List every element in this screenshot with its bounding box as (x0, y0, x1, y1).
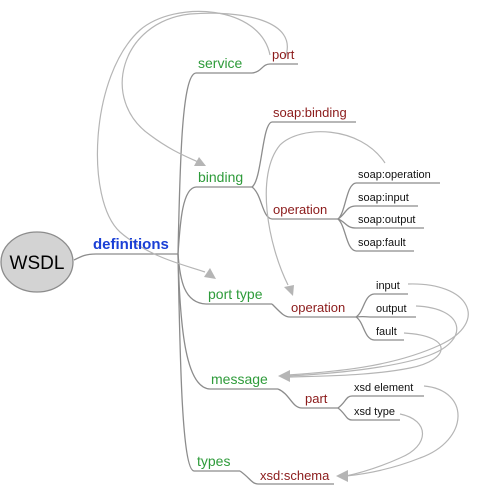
connector-op-soapoutput (337, 218, 357, 229)
node-part: part (305, 391, 328, 406)
connector-definitions-message (177, 253, 211, 390)
node-soap-input: soap:input (358, 192, 409, 204)
arrow-head-porttype (204, 268, 216, 279)
arrow-head-binding (194, 157, 206, 166)
node-porttype-operation: operation (291, 300, 345, 315)
arrow-head-ptop (284, 285, 294, 296)
connector-service-port (251, 63, 271, 74)
root-ellipse (0, 231, 74, 293)
connector-porttype-operation (271, 303, 291, 318)
arrow-bindingop-to-ptop (265, 131, 386, 286)
node-soap-fault: soap:fault (358, 237, 406, 249)
arrow-xsdelement-to-schema (345, 385, 459, 477)
node-types: types (197, 453, 230, 469)
connector-definitions-binding (177, 186, 197, 255)
arrow-fault-to-message (287, 332, 442, 378)
arrow-head-message (278, 370, 290, 382)
root-label: WSDL (10, 253, 65, 274)
connector-part-xsdelement (337, 395, 353, 409)
reference-arrows (96, 10, 469, 482)
connector-definitions-porttype (177, 253, 207, 305)
connector-definitions-service (177, 72, 197, 255)
connector-op-soapfault (337, 218, 357, 252)
connector-root-definitions (73, 253, 178, 261)
connector-op-soapoperation (337, 182, 357, 220)
connector-message-part (277, 388, 303, 409)
root-node: WSDL (0, 231, 74, 293)
node-binding-operation: operation (273, 202, 327, 217)
tree-connectors (73, 63, 440, 485)
arrow-port-to-binding (121, 12, 288, 163)
connector-part-xsdtype (337, 407, 353, 421)
node-xsd-element: xsd element (354, 382, 413, 394)
node-port: port (272, 47, 295, 62)
connector-binding-soapbinding (251, 121, 273, 188)
node-soap-binding: soap:binding (273, 105, 347, 120)
node-port-type: port type (208, 286, 263, 302)
arrow-binding-to-porttype (96, 10, 271, 273)
node-xsd-type: xsd type (354, 406, 395, 418)
arrow-output-to-message (287, 305, 458, 377)
connector-ptop-input (355, 293, 375, 318)
node-message: message (211, 371, 268, 387)
node-soap-output: soap:output (358, 214, 416, 226)
connector-op-soapinput (337, 205, 357, 220)
node-output: output (376, 303, 407, 315)
node-input: input (376, 280, 400, 292)
connector-ptop-fault (355, 316, 375, 341)
node-fault: fault (376, 326, 397, 338)
arrow-head-schema (336, 470, 348, 482)
node-xsd-schema: xsd:schema (260, 468, 330, 483)
node-binding: binding (198, 169, 243, 185)
node-soap-operation: soap:operation (358, 169, 431, 181)
arrow-xsdtype-to-schema (345, 413, 424, 477)
connector-types-schema (239, 470, 259, 485)
node-definitions: definitions (93, 236, 169, 253)
node-service: service (198, 55, 243, 71)
connector-definitions-types (177, 253, 195, 472)
connector-binding-operation (251, 186, 273, 220)
